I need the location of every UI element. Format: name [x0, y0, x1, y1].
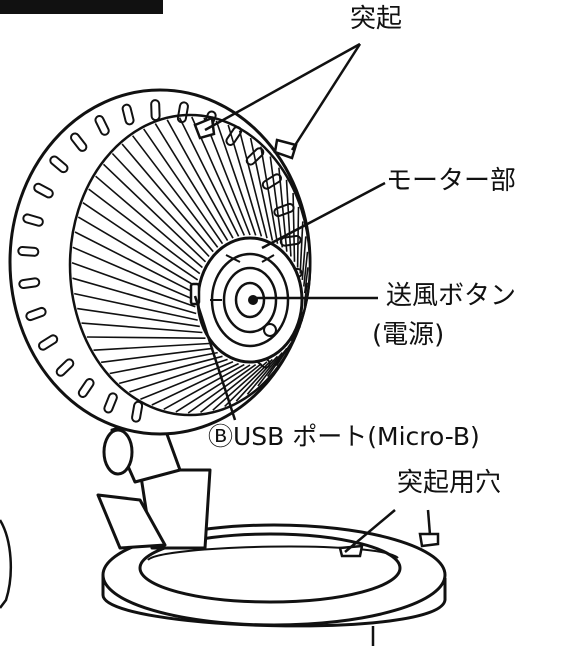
- fan-blade-edge: [296, 206, 300, 268]
- fan-blades: [71, 116, 309, 414]
- label-protrusion: 突起: [350, 4, 403, 34]
- fan-blade-edge: [303, 251, 309, 287]
- fan-blade-edge: [303, 267, 309, 294]
- fan-blade-edge: [71, 261, 196, 308]
- fan-blade-edge: [238, 130, 268, 239]
- guard-slot: [22, 213, 44, 227]
- fan-blade-edge: [88, 188, 201, 275]
- fan-blade-edge: [212, 361, 268, 411]
- fan-blade-edge: [72, 246, 196, 301]
- label-fan-button: 送風ボタン: [386, 281, 517, 311]
- guard-slot: [77, 378, 95, 398]
- guard-slot: [49, 155, 69, 174]
- fan-blade-edge: [143, 128, 224, 245]
- fan-blade-edge: [95, 175, 203, 269]
- fan-blade-edge: [227, 124, 263, 237]
- label-fan-button-power: (電源): [372, 320, 445, 350]
- fan-blade-edge: [260, 146, 279, 244]
- fan-blade-edge: [121, 143, 214, 253]
- guard-slot: [121, 103, 135, 126]
- fan-blade-edge: [102, 163, 207, 263]
- fan-blade-edge: [257, 347, 288, 387]
- fan-blade-edge: [292, 192, 296, 262]
- guard-slot: [38, 334, 59, 351]
- fan-blade-edge: [246, 352, 283, 395]
- partial-object-left: [0, 519, 13, 609]
- protrusion-holes: [338, 532, 440, 558]
- fan-blade-edge: [129, 358, 228, 393]
- fan-blade-edge: [290, 325, 301, 342]
- guard-slot: [150, 99, 161, 122]
- fan-blade-edge: [178, 117, 240, 237]
- guard-slot: [18, 277, 41, 290]
- fan-blade-edge: [285, 179, 292, 257]
- fan-blade-edge: [74, 292, 198, 321]
- fan-blade-edge: [118, 355, 223, 385]
- fan-blade-edge: [151, 362, 239, 406]
- fan-blade-edge: [86, 336, 206, 339]
- fan-blade-edge: [163, 363, 245, 410]
- fan-blade-edge: [72, 277, 197, 315]
- guard-slot: [94, 115, 110, 136]
- protrusions: [193, 116, 298, 160]
- fan-blade-edge: [109, 351, 218, 375]
- label-usb-port: ⒷUSB ポート(Micro-B): [208, 422, 480, 451]
- fan-blade-edge: [235, 355, 279, 402]
- fan-blade-edge: [215, 120, 257, 236]
- fan-blade-edge: [166, 119, 234, 239]
- guard-slot: [25, 306, 47, 322]
- fan-blade-edge: [249, 137, 274, 241]
- header-bar: [0, 0, 163, 14]
- fan-blade-edge: [175, 364, 251, 413]
- fan-blade-edge: [131, 135, 219, 248]
- fan-blade-edge: [299, 221, 304, 274]
- fan-blade-edge: [199, 362, 262, 414]
- fan-blade-edge: [77, 307, 200, 328]
- fan-blade-edge: [82, 202, 199, 281]
- fan-blade-edge: [81, 322, 203, 334]
- guard-slot: [17, 245, 40, 257]
- guard-slot: [103, 392, 118, 414]
- fan-blade-edge: [278, 167, 288, 252]
- label-protrusion-hole: 突起用穴: [397, 468, 502, 498]
- fan-blade-edge: [203, 117, 251, 236]
- fan-blade-edge: [224, 358, 273, 407]
- fan-blade-edge: [154, 123, 229, 242]
- fan-blade-edge: [269, 156, 284, 248]
- fan-blade-edge: [101, 347, 214, 364]
- fan-blade-edge: [111, 152, 210, 258]
- fan-blade-edge: [77, 216, 197, 288]
- leader-lines: [193, 42, 432, 646]
- guard-slot: [131, 400, 144, 423]
- guard-slot: [33, 182, 54, 199]
- fan-blade-edge: [301, 236, 307, 280]
- fan-blade-edge: [74, 231, 196, 294]
- fan-blade-edge: [187, 363, 257, 414]
- fan-blade-edge: [93, 342, 210, 351]
- label-motor-unit: モーター部: [386, 166, 517, 196]
- motor-unit: [196, 236, 304, 364]
- guard-slot: [55, 358, 75, 377]
- guard-slot: [70, 132, 88, 152]
